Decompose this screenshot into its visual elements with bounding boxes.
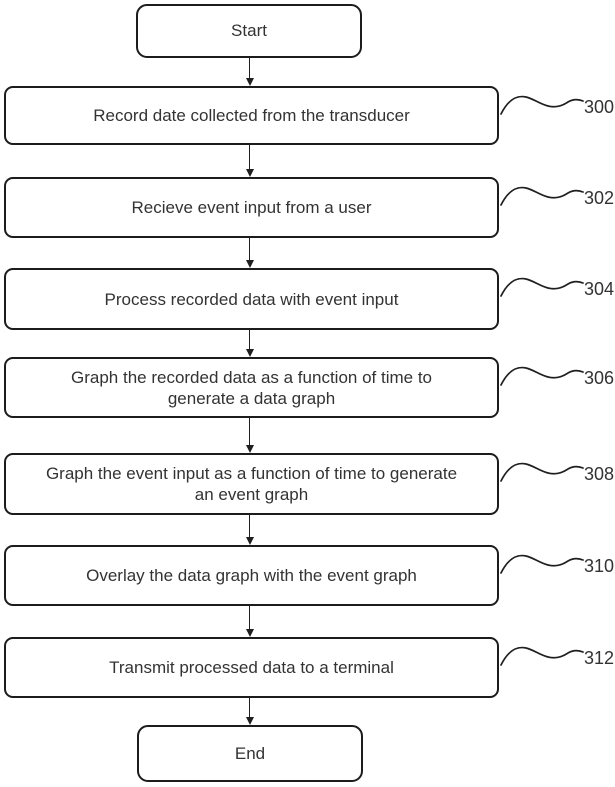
ref-label-302: 302: [584, 188, 615, 208]
start-node-label: Start: [231, 21, 267, 40]
flow-arrow-down-icon: [242, 145, 258, 177]
step-box-302: Recieve event input from a user: [4, 177, 499, 238]
start-node: Start: [136, 4, 362, 58]
ref-label-306: 306: [584, 368, 615, 388]
flow-arrow-down-icon: [242, 606, 258, 637]
flow-arrow-down-icon: [242, 58, 258, 86]
ref-connector-squiggle-308: [500, 459, 584, 487]
ref-connector-squiggle-300: [500, 92, 584, 120]
step-label-308: Graph the event input as a function of t…: [45, 464, 458, 504]
flow-arrow-down-icon: [242, 698, 258, 725]
ref-label-312: 312: [584, 648, 615, 668]
ref-connector-squiggle-310: [500, 551, 584, 579]
step-box-304: Process recorded data with event input: [4, 268, 499, 330]
step-label-312: Transmit processed data to a terminal: [109, 658, 394, 677]
ref-connector-squiggle-312: [500, 643, 584, 671]
flow-arrow-down-icon: [242, 238, 258, 268]
ref-label-300: 300: [584, 97, 615, 117]
flow-arrow-down-icon: [242, 418, 258, 453]
ref-connector-squiggle-302: [500, 183, 584, 211]
ref-label-308: 308: [584, 464, 615, 484]
step-box-300: Record date collected from the transduce…: [4, 86, 499, 145]
end-node: End: [137, 725, 363, 782]
ref-label-310: 310: [584, 556, 615, 576]
step-label-306: Graph the recorded data as a function of…: [71, 367, 432, 408]
step-label-300: Record date collected from the transduce…: [93, 106, 410, 125]
step-box-308: Graph the event input as a function of t…: [4, 453, 499, 515]
step-box-306: Graph the recorded data as a function of…: [4, 357, 499, 418]
flow-arrow-down-icon: [242, 330, 258, 357]
end-node-label: End: [234, 743, 266, 763]
step-label-302: Recieve event input from a user: [131, 198, 372, 217]
flow-arrow-down-icon: [242, 515, 258, 545]
step-box-310: Overlay the data graph with the event gr…: [4, 545, 499, 606]
ref-label-304: 304: [584, 279, 615, 299]
step-label-310: Overlay the data graph with the event gr…: [86, 566, 417, 585]
step-label-304: Process recorded data with event input: [104, 289, 399, 309]
step-box-312: Transmit processed data to a terminal: [4, 637, 499, 698]
ref-connector-squiggle-306: [500, 363, 584, 391]
ref-connector-squiggle-304: [500, 274, 584, 302]
